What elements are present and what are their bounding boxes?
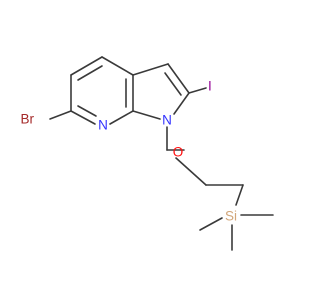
atom-o: O xyxy=(173,145,184,160)
bond-o-c xyxy=(175,157,207,186)
bond-c3-c4-inner xyxy=(77,65,103,81)
atom-i: I xyxy=(208,79,212,94)
bond-si-me-left xyxy=(199,217,223,231)
atom-n-pyridine: N xyxy=(98,118,108,133)
atom-n-pyrrole: N xyxy=(162,113,172,128)
bond-c4-c3a xyxy=(101,56,134,76)
atom-si: Si xyxy=(225,209,237,224)
bonds xyxy=(49,56,274,251)
bond-n7-c6-inner xyxy=(77,105,97,117)
bond-c3-c4 xyxy=(70,56,103,76)
bond-n7-c6 xyxy=(70,110,96,125)
molecule-structure: Br N N I O Si xyxy=(21,56,274,251)
bond-c2-i xyxy=(188,87,207,94)
bond-c6-br xyxy=(49,110,72,120)
bond-n1-c7a xyxy=(132,110,161,120)
atom-labels: Br N N I O Si xyxy=(21,79,238,224)
atom-br: Br xyxy=(21,112,35,127)
bond-c3-c2 xyxy=(167,63,190,94)
bond-c7a-n7 xyxy=(109,110,134,125)
bond-c2-n1 xyxy=(173,92,190,115)
bond-c3-c2-inner xyxy=(164,72,182,96)
bond-c-si xyxy=(235,184,244,206)
bond-c3a-c3 xyxy=(132,63,169,76)
